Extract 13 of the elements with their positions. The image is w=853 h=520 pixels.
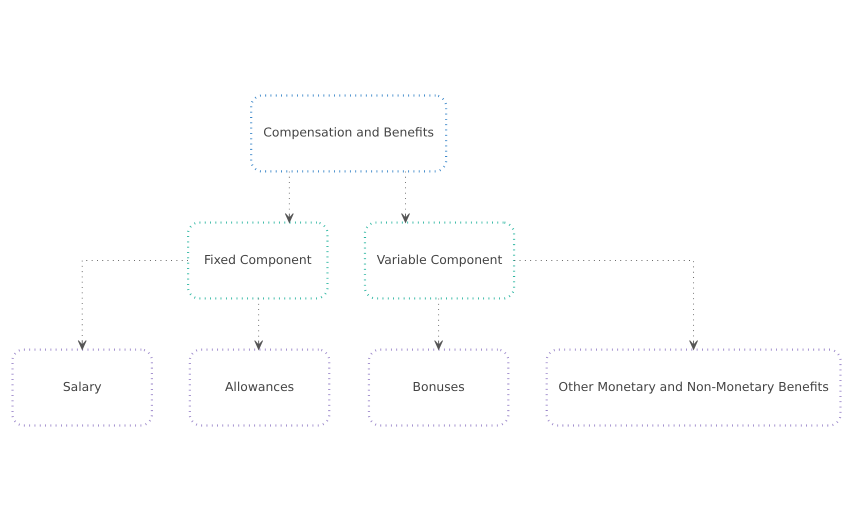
node-box: Other Monetary and Non-Monetary Benefits — [546, 348, 842, 426]
arrow — [434, 298, 444, 350]
node-box: Salary — [11, 348, 154, 426]
arrow — [514, 260, 698, 350]
node-box: Variable Component — [364, 220, 516, 300]
arrow — [78, 260, 188, 350]
node-box: Allowances — [188, 348, 330, 426]
node-box: Bonuses — [368, 348, 510, 426]
arrow — [401, 170, 410, 222]
node-box: Fixed Component — [186, 220, 329, 300]
node-box: Compensation and Benefits — [250, 94, 448, 172]
arrow — [284, 170, 294, 222]
arrow — [254, 298, 264, 350]
